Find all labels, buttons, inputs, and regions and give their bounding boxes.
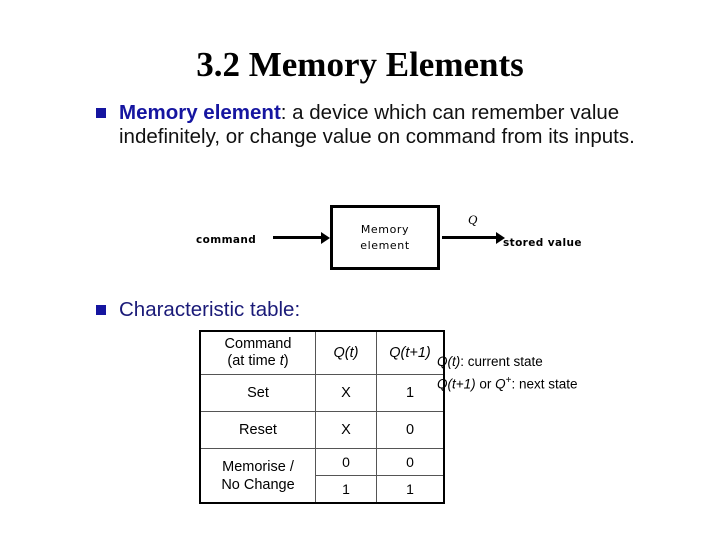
table-header-qt: Q(t) (315, 330, 377, 375)
table-header-command: Command (at time t) (199, 330, 316, 375)
memory-element-block-diagram: command Memory element Q stored value (180, 196, 620, 288)
bullet-memory-element: Memory element: a device which can remem… (96, 101, 676, 149)
bullet-emphasis-term: Memory element (119, 101, 281, 124)
diagram-output-label: stored value (503, 237, 582, 249)
bullet-memory-element-text: Memory element: a device which can remem… (119, 101, 676, 149)
note-symbol-qplus: Q (495, 376, 506, 392)
note-symbol-qplus-superscript: + (505, 375, 512, 386)
page-title: 3.2 Memory Elements (196, 45, 524, 84)
note-next-state-text: : next state (511, 376, 578, 392)
header-command-line2-pre: (at time (227, 353, 280, 369)
square-bullet-icon (96, 305, 106, 315)
table-row: Set X 1 (199, 374, 445, 412)
table-row: Memorise / No Change 0 0 (199, 448, 445, 504)
square-bullet-icon (96, 108, 106, 118)
note-current-state: Q(t): current state (437, 352, 578, 371)
row-reset-qt: X (315, 411, 377, 449)
output-arrow-icon (442, 231, 505, 244)
row-command-memorise: Memorise / No Change (199, 448, 316, 504)
diagram-input-label: command (196, 234, 257, 246)
note-symbol-qt: Q(t) (437, 354, 461, 369)
header-command-time-var: t (279, 353, 284, 369)
row-memorise-a-qt1: 0 (376, 448, 445, 476)
note-conjunction: or (475, 376, 496, 392)
row-set-qt: X (315, 374, 377, 412)
memory-element-box: Memory element (330, 205, 440, 270)
row-set-qt1: 1 (376, 374, 445, 412)
header-command-line2-post: ) (283, 353, 289, 369)
row-memorise-b-qt1: 1 (376, 475, 445, 504)
characteristic-table-heading: Characteristic table: (119, 298, 301, 321)
bullet-body-text: : a device which can remember value inde… (119, 101, 635, 148)
row-memorise-b-qt: 1 (315, 475, 377, 504)
note-current-state-text: : current state (460, 354, 543, 369)
row-command-reset: Reset (199, 411, 316, 449)
memorise-line-1: Memorise / (222, 458, 294, 475)
row-command-set: Set (199, 374, 316, 412)
memory-box-line-2: element (360, 238, 410, 252)
header-command-line1: Command (224, 336, 292, 352)
table-row: Reset X 0 (199, 411, 445, 449)
memory-box-line-1: Memory (360, 222, 410, 236)
note-next-state: Q(t+1) or Q+: next state (437, 371, 578, 394)
table-legend-notes: Q(t): current state Q(t+1) or Q+: next s… (437, 352, 578, 394)
input-arrow-icon (273, 231, 330, 244)
bullet-characteristic-table: Characteristic table: (96, 298, 496, 322)
row-memorise-a-qt: 0 (315, 448, 377, 476)
characteristic-table: Command (at time t) Q(t) Q(t+1) Set X 1 … (199, 330, 445, 504)
note-symbol-qt1: Q(t+1) (437, 376, 476, 392)
output-signal-label: Q (468, 212, 478, 227)
row-reset-qt1: 0 (376, 411, 445, 449)
memorise-line-2: No Change (221, 476, 295, 493)
table-row: 1 1 (200, 475, 445, 504)
table-header-row: Command (at time t) Q(t) Q(t+1) (199, 330, 445, 375)
table-header-qt1: Q(t+1) (376, 330, 445, 375)
